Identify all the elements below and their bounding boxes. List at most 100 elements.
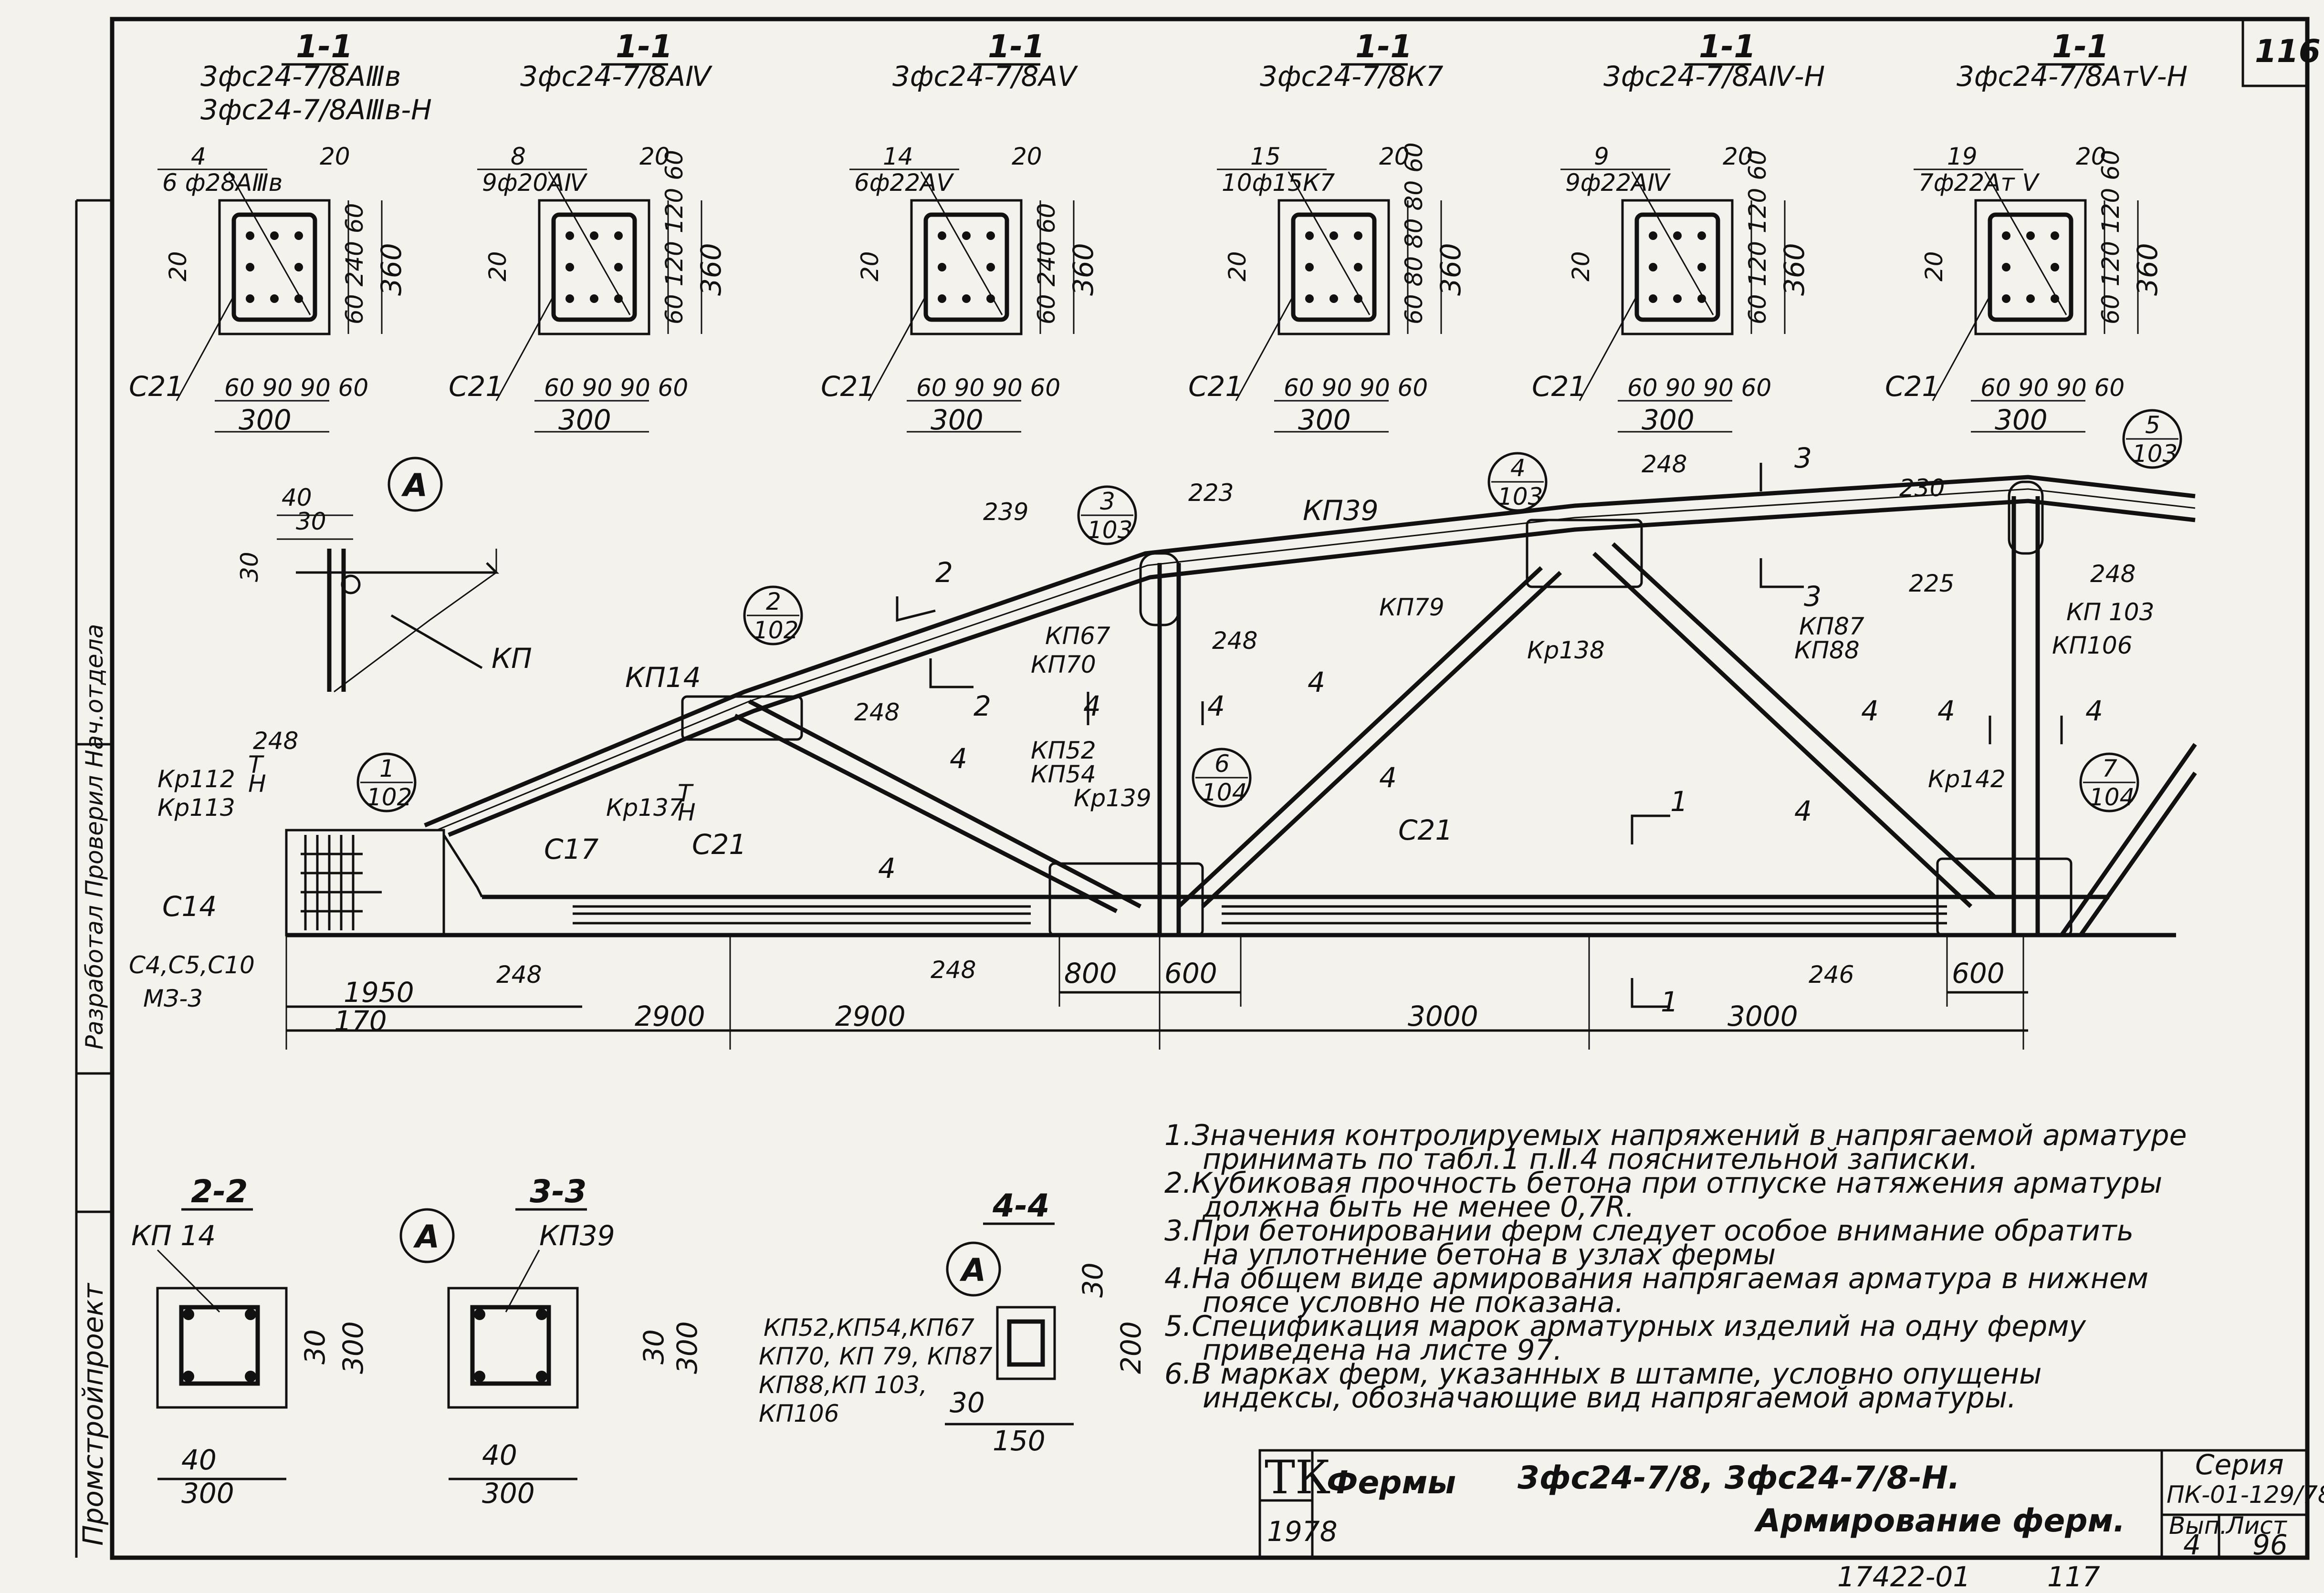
section-3-3: 3-3 КП39 А 30 300 40 300 [399,1173,703,1510]
dim-600-b: 600 [1952,957,2005,989]
section-mark: 3фс24-7/8К7 [1260,60,1444,93]
section-dims-h: 60 90 90 60 [224,374,368,402]
section-dims-h: 60 90 90 60 [1284,374,1428,402]
section-2-2-label: КП 14 [131,1219,216,1252]
top-chord-outer [424,475,2196,828]
note-line: 4.На общем виде армирования напрягаемая … [1164,1262,2148,1295]
stamp-list: 96 [2252,1529,2288,1561]
note-line: 6.В марках ферм, указанных в штампе, усл… [1164,1357,2042,1391]
section-2-2-dim-300h: 300 [181,1477,234,1510]
note-line: 3.При бетонировании ферм следует особое … [1164,1214,2134,1248]
node-5 [2008,480,2044,555]
label-248-b: 248 [496,961,542,989]
section-4-4-title: 4-4 [992,1187,1049,1224]
dim-1950: 1950 [344,976,414,1009]
detail-a-dim-30v: 30 [236,552,263,582]
callout-num: 4 [1510,454,1526,482]
label-kp14: КП14 [625,661,701,694]
node-3 [1139,552,1180,626]
label-kr113: Кр113 [157,794,235,822]
node-bottom-1 [1048,862,1204,937]
dim-3000-a: 3000 [1408,1000,1478,1032]
section-dims-v: 60 240 60 [1033,203,1060,324]
section-title: 1-1 [296,28,353,65]
section-top-off: 20 [1012,143,1042,170]
section-pos: 9 [1594,143,1609,170]
label-c17: С17 [544,833,598,865]
label-248-c: 248 [854,698,900,726]
section-bars: 7ф22Aт Ⅴ [1918,169,2040,197]
section-title: 1-1 [616,28,672,65]
section-top-off: 20 [2076,143,2106,170]
section-3-3-label: КП39 [539,1219,615,1252]
label-c4: С4,С5,С10 [129,951,255,979]
note-line: принимать по табл.1 п.Ⅱ.4 пояснительной … [1203,1143,1979,1176]
label-223: 223 [1188,479,1234,507]
label-mz3: МЗ-3 [143,985,203,1012]
section-mark: 3фс24-7/8AⅣ [520,60,712,93]
section-total-w: 300 [558,404,611,436]
section-bars: 9ф20AⅣ [482,169,588,197]
label-kr112-sub: Н [248,770,266,798]
section-top-off: 20 [320,143,350,170]
section-total-h: 360 [1434,243,1467,296]
cut-label-3a: 3 [1794,442,1812,474]
label-225: 225 [1909,570,1954,597]
label-248-f: 248 [1642,450,1687,478]
label-kr139: Кр139 [1074,784,1152,812]
page-number-box [2241,18,2309,87]
section-4-4-dim-30h: 30 [950,1386,985,1419]
section-2-2-dim-40: 40 [181,1444,217,1476]
truss-elevation: КП14 КП39 КП79 КП67 КП70 КП52 КП54 КП87 … [129,442,2197,1050]
callout-sheet: 102 [366,783,412,811]
web-kp79 [1177,566,1543,908]
section-left-off: 20 [1224,251,1251,281]
section-dims-v: 60 80 80 80 60 [1400,142,1428,324]
stamp-year: 1978 [1267,1515,1338,1548]
label-kp79: КП79 [1379,593,1445,621]
dim-800: 800 [1064,957,1117,989]
label-c21b: С21 [1398,814,1453,846]
label-kr142: Кр142 [1928,765,2006,793]
stamp-series: ПК-01-129/78 [2167,1481,2324,1509]
label-248-g: 248 [2090,560,2136,588]
stamp-subtitle: Армирование ферм. [1754,1502,2125,1539]
label-kp87: КП87 [1799,613,1864,640]
section-stirrup: С21 [1532,370,1586,403]
label-kp54: КП54 [1031,760,1096,788]
section-title: 1-1 [1355,28,1412,65]
callout-sheet: 103 [2132,440,2177,468]
label-c14: С14 [162,890,217,923]
section-mark: 3фс24-7/8AⅢв [200,60,401,93]
callout-num: 6 [1214,750,1230,778]
cut-label-4a: 4 [1083,690,1101,722]
section-dims-h: 60 90 90 60 [544,374,688,402]
side-strip-text: Промстройпроект Разработал Проверил Нач.… [77,624,109,1546]
section-dims-v: 60 240 60 [341,203,368,324]
section-dims-v: 60 120 120 60 [660,150,688,324]
note-line: 5.Спецификация марок арматурных изделий … [1164,1310,2087,1343]
note-line: 2.Кубиковая прочность бетона при отпуске… [1164,1166,2162,1200]
detail-a: А КП 40 30 30 [236,457,532,693]
section-dims-h: 60 90 90 60 [916,374,1060,402]
section-3-3-dim-30: 30 [638,1329,670,1364]
cut-label-1b: 1 [1661,986,1678,1018]
note-line: поясе условно не показана. [1203,1286,1624,1319]
stamp-list-label: Лист [2225,1512,2288,1540]
section-left-off: 20 [1920,251,1948,281]
label-kp88: КП88 [1794,636,1860,664]
section-dims-h: 60 90 90 60 [1980,374,2125,402]
support-block [285,829,445,937]
section-stirrup: С21 [1188,370,1243,403]
label-248-e: 248 [931,956,976,984]
cut-label-4h: 4 [1794,795,1812,827]
label-kr112-sup: Т [248,751,264,779]
label-246: 246 [1809,961,1854,989]
web-kp52 [748,699,1142,908]
note-line: должна быть не менее 0,7R. [1202,1190,1634,1224]
section-left-off: 20 [1567,251,1595,281]
